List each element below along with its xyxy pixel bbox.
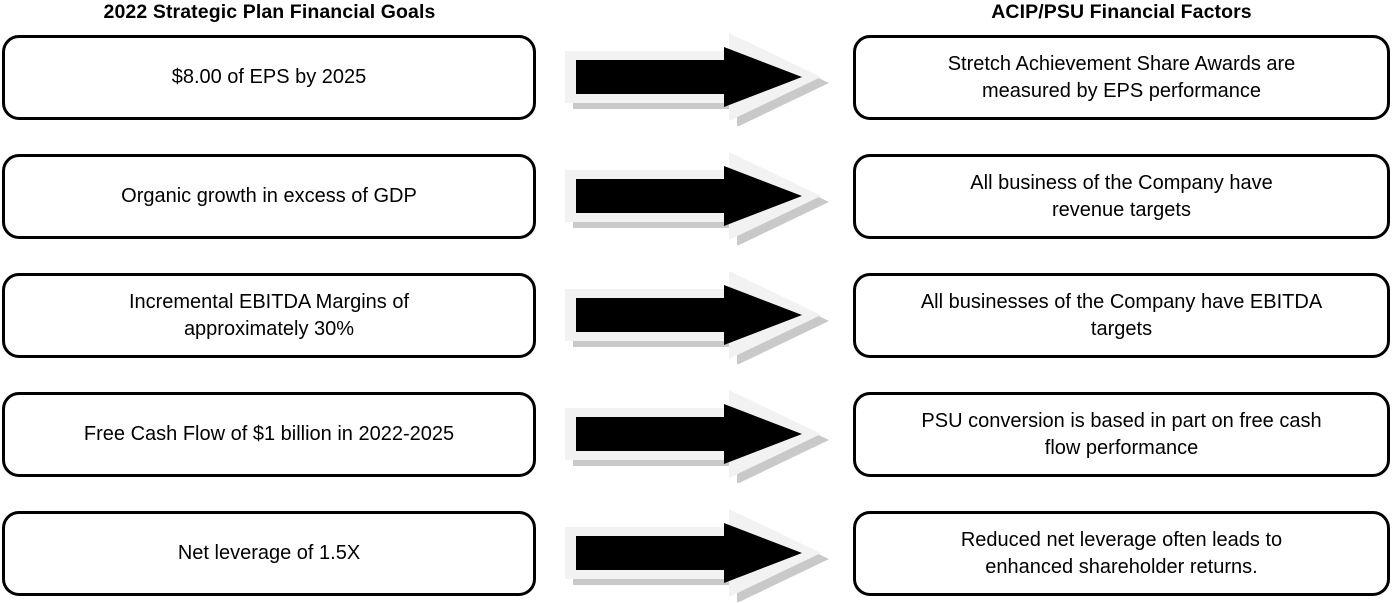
factor-text: All business of the Company have revenue… xyxy=(970,171,1273,221)
factor-text: All businesses of the Company have EBITD… xyxy=(920,290,1323,340)
goal-text: Net leverage of 1.5X xyxy=(177,542,361,564)
factor-box[interactable]: All businesses of the Company have EBITD… xyxy=(853,273,1390,358)
factor-text: Stretch Achievement Share Awards are mea… xyxy=(947,52,1296,102)
goal-box[interactable]: Free Cash Flow of $1 billion in 2022-202… xyxy=(2,392,536,477)
goal-text: Incremental EBITDA Margins of approximat… xyxy=(128,290,410,340)
left-column-header: 2022 Strategic Plan Financial Goals xyxy=(103,1,436,23)
factor-text: Reduced net leverage often leads to enha… xyxy=(960,528,1283,578)
diagram-row: Incremental EBITDA Margins of approximat… xyxy=(0,271,1393,364)
factor-text: PSU conversion is based in part on free … xyxy=(921,409,1322,459)
goal-text: $8.00 of EPS by 2025 xyxy=(171,66,367,88)
right-arrow-icon xyxy=(557,148,839,245)
goal-box[interactable]: Incremental EBITDA Margins of approximat… xyxy=(2,273,536,358)
factor-box[interactable]: All business of the Company have revenue… xyxy=(853,154,1390,239)
goal-box[interactable]: Net leverage of 1.5X xyxy=(2,511,536,596)
goal-box[interactable]: Organic growth in excess of GDP xyxy=(2,154,536,239)
diagram-row: $8.00 of EPS by 2025 Stretch Achievement… xyxy=(0,33,1393,126)
right-column-header: ACIP/PSU Financial Factors xyxy=(991,1,1252,23)
goal-text: Organic growth in excess of GDP xyxy=(121,185,417,207)
goal-box[interactable]: $8.00 of EPS by 2025 xyxy=(2,35,536,120)
right-arrow-icon xyxy=(557,267,839,364)
factor-box[interactable]: Reduced net leverage often leads to enha… xyxy=(853,511,1390,596)
factor-box[interactable]: PSU conversion is based in part on free … xyxy=(853,392,1390,477)
right-arrow-icon xyxy=(557,29,839,126)
right-arrow-icon xyxy=(557,386,839,483)
goal-text: Free Cash Flow of $1 billion in 2022-202… xyxy=(83,423,455,445)
diagram-row: Net leverage of 1.5X Reduced net leverag… xyxy=(0,509,1393,602)
diagram-row: Organic growth in excess of GDP All busi… xyxy=(0,152,1393,245)
right-arrow-icon xyxy=(557,505,839,602)
factor-box[interactable]: Stretch Achievement Share Awards are mea… xyxy=(853,35,1390,120)
diagram-row: Free Cash Flow of $1 billion in 2022-202… xyxy=(0,390,1393,483)
